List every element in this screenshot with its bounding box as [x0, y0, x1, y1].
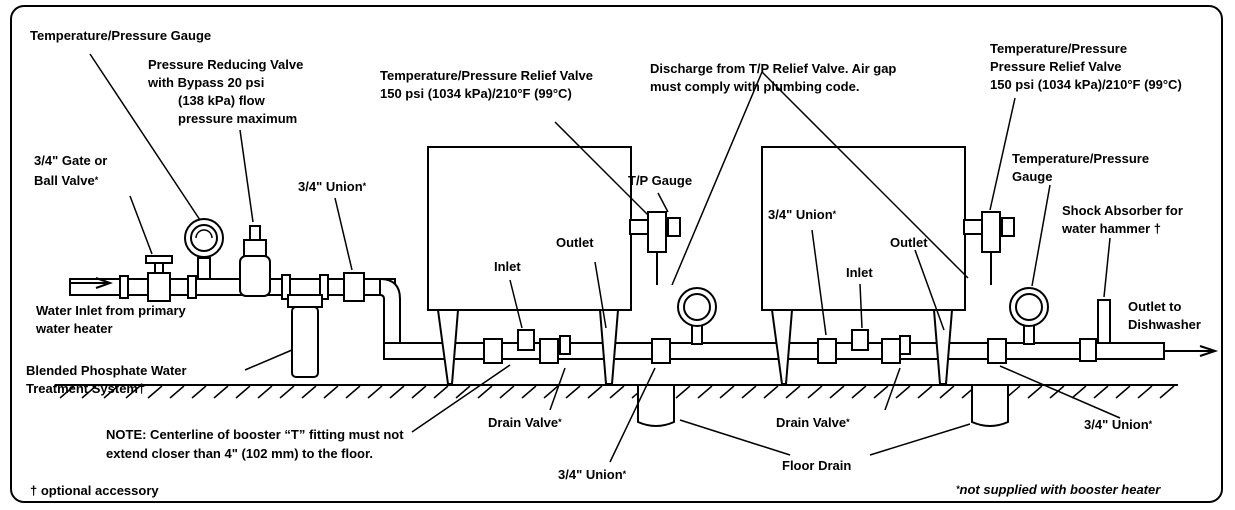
label-shock-2: water hammer † [1062, 221, 1161, 236]
label-tprv-right-1: Temperature/Pressure [990, 41, 1128, 56]
diagram-frame [10, 5, 1223, 503]
label-discharge-2: must comply with plumbing code. [650, 79, 860, 94]
label-drain-valve-right: Drain Valve* [776, 415, 850, 430]
relief-valve-left [629, 211, 681, 285]
label-prv-4: pressure maximum [178, 111, 298, 126]
pressure-reducing-valve [239, 225, 271, 297]
leader-lines [89, 53, 1121, 463]
label-tp-gauge-right-1: Temperature/Pressure [1012, 151, 1150, 166]
label-union-mid: 3/4" Union* [768, 207, 837, 222]
label-tp-gauge-short: T/P Gauge [628, 173, 693, 188]
label-gate-1: 3/4" Gate or [34, 153, 108, 168]
note-line-1: NOTE: Centerline of booster “T” fitting … [106, 427, 404, 442]
label-water-inlet-2: water heater [36, 321, 113, 336]
floor [55, 384, 1178, 399]
shock-absorber [1097, 299, 1111, 344]
label-discharge-1: Discharge from T/P Relief Valve. Air gap [650, 61, 897, 76]
label-outlet-dish-2: Dishwasher [1128, 317, 1201, 332]
label-outlet-dish-1: Outlet to [1128, 299, 1182, 314]
note-line-2: extend closer than 4" (102 mm) to the fl… [106, 446, 373, 461]
gate-valve [145, 255, 173, 302]
label-tprv-left-2: 150 psi (1034 kPa)/210°F (99°C) [380, 86, 572, 101]
label-outlet-right: Outlet [890, 235, 928, 250]
booster-heater-2 [761, 146, 966, 385]
union-left [119, 272, 365, 302]
label-tprv-right-2: Pressure Relief Valve [990, 59, 1122, 74]
relief-valve-right [963, 211, 1015, 285]
label-union-bottom-right: 3/4" Union* [1084, 417, 1153, 432]
floor-drains [637, 386, 1009, 427]
label-blended-1: Blended Phosphate Water [26, 363, 187, 378]
label-water-inlet-1: Water Inlet from primary [36, 303, 186, 318]
outlet-arrow [1164, 345, 1219, 357]
label-prv-2: with Bypass 20 psi [148, 75, 265, 90]
water-inlet-arrow [70, 277, 113, 289]
label-inlet-right: Inlet [846, 265, 873, 280]
temperature-pressure-gauge-mid [677, 287, 1049, 345]
label-tp-gauge-right-2: Gauge [1012, 169, 1053, 184]
label-union-top-left: 3/4" Union* [298, 179, 367, 194]
label-union-bottom-mid: 3/4" Union* [558, 467, 627, 482]
label-blended-2: Treatment System† [26, 381, 146, 396]
label-optional: † optional accessory [30, 483, 159, 498]
label-outlet-left: Outlet [556, 235, 594, 250]
label-gate-2: Ball Valve* [34, 173, 99, 188]
label-shock-1: Shock Absorber for [1062, 203, 1183, 218]
supply-pipe [69, 277, 1165, 360]
label-prv-3: (138 kPa) flow [178, 93, 265, 108]
label-tprv-right-3: 150 psi (1034 kPa)/210°F (99°C) [990, 77, 1182, 92]
temperature-pressure-gauge-left [184, 218, 224, 280]
label-drain-valve-left: Drain Valve* [488, 415, 562, 430]
label-not-supplied: *not supplied with booster heater [956, 482, 1161, 497]
label-tp-gauge-left: Temperature/Pressure Gauge [30, 28, 212, 43]
water-treatment-cartridge [287, 294, 323, 378]
label-floor-drain: Floor Drain [782, 458, 852, 473]
label-prv-1: Pressure Reducing Valve [148, 57, 304, 72]
label-inlet-left: Inlet [494, 259, 521, 274]
booster-heater-1 [427, 146, 632, 385]
unions-lower [483, 335, 1097, 364]
label-tprv-left-1: Temperature/Pressure Relief Valve [380, 68, 593, 83]
